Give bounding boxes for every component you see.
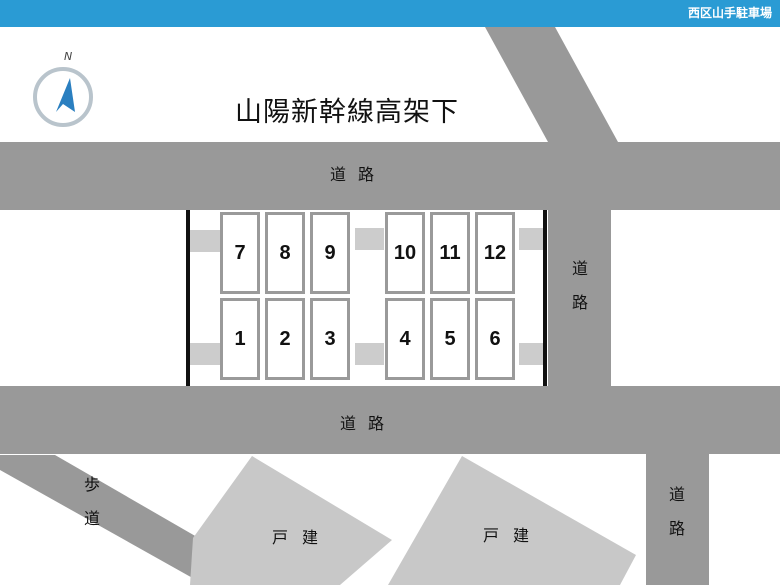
right-road-upper-char-1: 道 [571, 259, 588, 278]
compass-needle-icon [56, 78, 75, 112]
sidewalk-char-1: 歩 [83, 475, 100, 494]
parking-spot-11[interactable]: 11 [430, 212, 470, 294]
parking-spot-7[interactable]: 7 [220, 212, 260, 294]
connector-left-bottom [190, 343, 220, 365]
parking-spot-12[interactable]: 12 [475, 212, 515, 294]
header-title: 西区山手駐車場 [687, 6, 772, 20]
diagonal-road [485, 27, 618, 142]
header-bar: 西区山手駐車場 [0, 0, 780, 27]
house-left [190, 456, 392, 585]
map-title: 山陽新幹線高架下 [235, 97, 459, 128]
lot-wall-left [186, 210, 190, 386]
sidewalk-char-2: 道 [83, 509, 100, 528]
connector-right-bottom [519, 343, 545, 365]
right-road-upper-label: 道 路 [570, 252, 590, 320]
parking-spot-9[interactable]: 9 [310, 212, 350, 294]
parking-spot-2[interactable]: 2 [265, 298, 305, 380]
right-road-upper [548, 208, 611, 388]
parking-spot-4[interactable]: 4 [385, 298, 425, 380]
parking-spot-6[interactable]: 6 [475, 298, 515, 380]
top-road-label: 道路 [330, 165, 387, 184]
parking-spot-5[interactable]: 5 [430, 298, 470, 380]
right-road-lower-char-1: 道 [668, 485, 685, 504]
bottom-road-label: 道路 [340, 414, 397, 433]
compass-north-label: N [64, 50, 73, 63]
house-right-label: 戸建 [483, 526, 544, 545]
parking-spot-8[interactable]: 8 [265, 212, 305, 294]
right-road-upper-char-2: 路 [571, 293, 588, 312]
house-right [388, 456, 636, 585]
connector-mid-bottom [355, 343, 384, 365]
parking-spot-10[interactable]: 10 [385, 212, 425, 294]
connector-mid-top [355, 228, 384, 250]
parking-spot-1[interactable]: 1 [220, 298, 260, 380]
right-road-lower [646, 454, 709, 585]
right-road-lower-char-2: 路 [668, 519, 685, 538]
right-road-lower-label: 道 路 [667, 478, 687, 546]
sidewalk-label: 歩 道 [82, 468, 102, 536]
connector-right-top [519, 228, 545, 250]
top-road [0, 142, 780, 210]
parking-spot-3[interactable]: 3 [310, 298, 350, 380]
lot-wall-right [543, 210, 547, 386]
connector-left-top [190, 230, 220, 252]
house-left-label: 戸建 [272, 528, 333, 547]
bottom-road [0, 386, 780, 454]
